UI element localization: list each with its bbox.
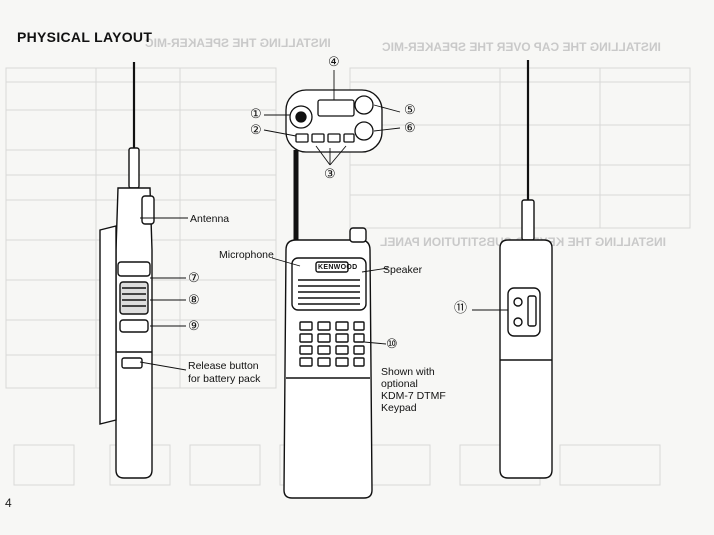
microphone-label: Microphone [219,249,274,261]
callout-number-5: ⑤ [404,102,416,117]
callout-number-6: ⑥ [404,120,416,135]
keypad-note-line1: Shown with [381,366,435,378]
callout-number-3: ③ [324,166,336,181]
callout-number-11: ⑪ [454,300,468,315]
radio-rear-view [499,60,553,479]
callout-number-7: ⑦ [188,270,200,285]
page-number: 4 [5,496,12,510]
radio-top-view [285,89,383,153]
speaker-label: Speaker [383,264,423,276]
radio-side-view [99,62,155,479]
keypad-note-line2: optional [381,378,418,390]
antenna-label: Antenna [190,213,230,225]
callout-number-1: ① [250,106,262,121]
release-button-label-line1: Release button [188,360,259,372]
radio-front-view [283,150,373,499]
callout-number-2: ② [250,122,262,137]
page-title: PHYSICAL LAYOUT [17,29,153,45]
keypad-note-line4: Keypad [381,402,417,414]
brand-logo: KENWOOD [318,264,358,271]
release-button-label-line2: for battery pack [188,373,261,385]
callout-number-9: ⑨ [188,318,200,333]
callout-number-8: ⑧ [188,292,200,307]
keypad-note-line3: KDM-7 DTMF [381,390,446,402]
callout-number-4: ④ [328,54,340,69]
callout-number-10: ⑩ [386,336,398,351]
